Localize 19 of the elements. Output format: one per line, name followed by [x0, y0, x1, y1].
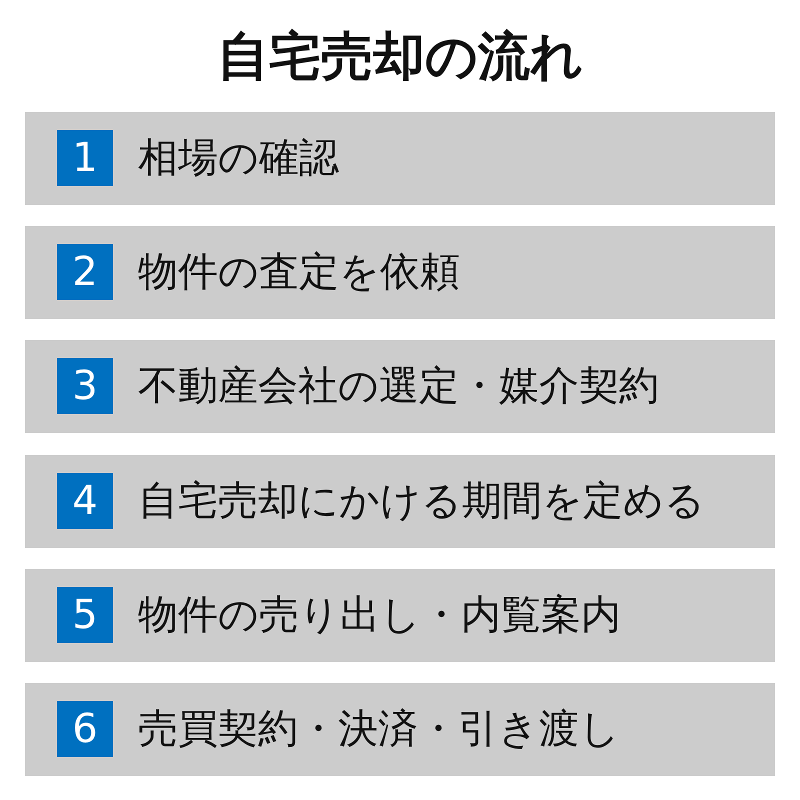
step-title: 物件の売り出し・内覧案内 — [138, 591, 621, 639]
step-bar — [25, 683, 775, 776]
step-bar — [25, 455, 775, 548]
step-bar — [25, 569, 775, 662]
step-bar — [25, 112, 775, 205]
step-bar — [25, 340, 775, 433]
step-number: 5 — [57, 587, 113, 643]
step-number: 4 — [57, 473, 113, 529]
step-title: 売買契約・決済・引き渡し — [138, 705, 620, 753]
title: 自宅売却の流れ — [216, 26, 584, 89]
step-number: 6 — [57, 701, 113, 757]
step-title: 相場の確認 — [138, 134, 339, 182]
step-title: 自宅売却にかける期間を定める — [138, 477, 705, 525]
step-bar — [25, 226, 775, 319]
step-title: 不動産会社の選定・媒介契約 — [138, 362, 659, 410]
step-number: 3 — [57, 358, 113, 414]
step-number: 1 — [57, 130, 113, 186]
step-number: 2 — [57, 244, 113, 300]
step-title: 物件の査定を依頼 — [138, 248, 460, 296]
